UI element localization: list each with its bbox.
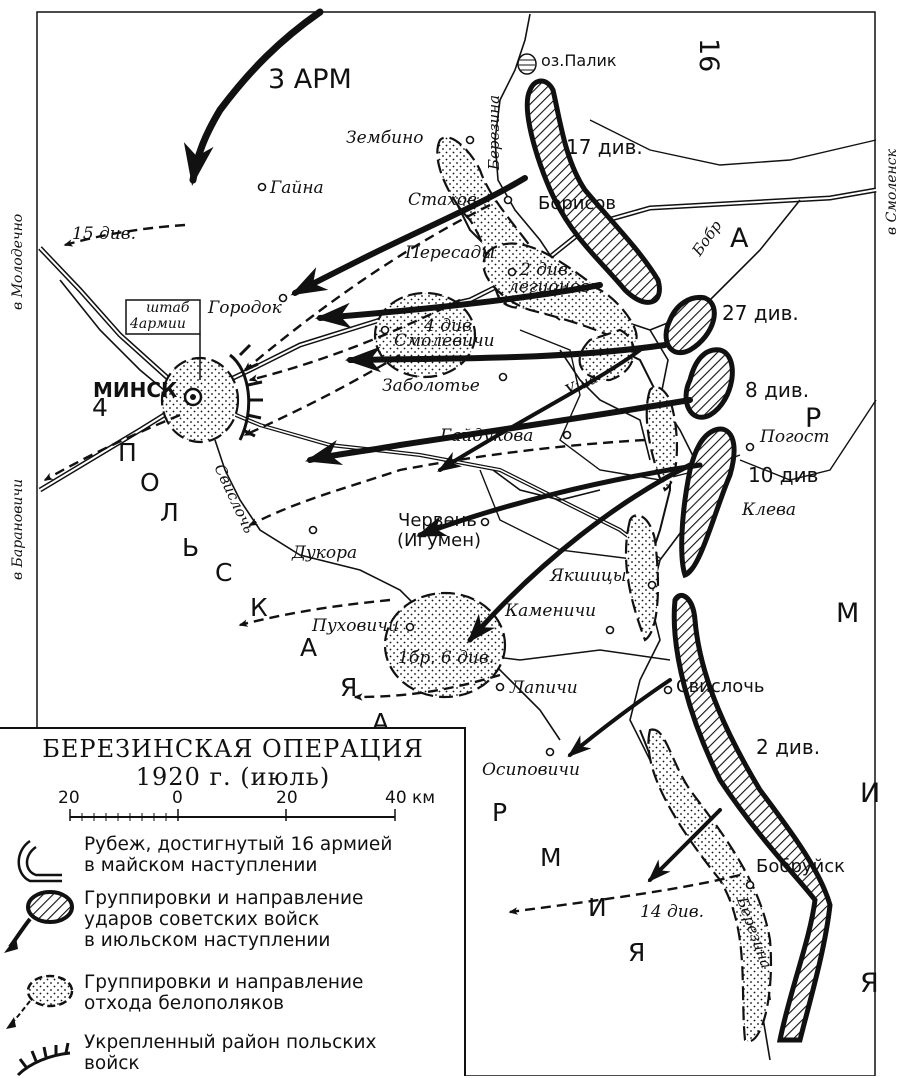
kamenichi-label: Каменичи (505, 601, 597, 621)
legend-item-3-line2: отхода белополяков (84, 993, 285, 1014)
army16-letter-m: М (836, 598, 860, 629)
gorodok-label: Городок (208, 298, 282, 318)
polish-retreat-icon (6, 974, 74, 1029)
osipovichi-label: Осиповичи (482, 760, 580, 780)
zembino-label: Зембино (346, 128, 424, 148)
borisov-label: Борисов (538, 193, 617, 214)
cherven-label-1: Червень (398, 510, 477, 531)
legend-item-1: Рубеж, достигнутый 16 армией в майском н… (84, 834, 392, 876)
cherven-label-2: (Игумен) (397, 530, 482, 551)
fortified-area-icon (16, 1042, 71, 1077)
div1br6-label: 1бр. 6 див. (398, 648, 495, 668)
berezina-north-label: Березина (485, 94, 503, 170)
lake-palik-icon (517, 53, 537, 75)
scale-label-1: 20 (58, 788, 80, 808)
legend-panel: БЕРЕЗИНСКАЯ ОПЕРАЦИЯ 1920 г. (июль) 20 0… (0, 727, 466, 1077)
legend-item-1-line1: Рубеж, достигнутый 16 армией (84, 834, 393, 855)
div27-label: 27 див. (722, 301, 799, 325)
div2-legion-label-1: 2 див. (520, 260, 574, 280)
polish-letter-8: Я (340, 673, 358, 702)
town-markers (257, 135, 755, 890)
polish-letter-3: Л (160, 498, 179, 527)
legend-title-line1: БЕРЕЗИНСКАЯ ОПЕРАЦИЯ (42, 735, 424, 763)
gaina-label: Гайна (270, 178, 324, 198)
legend-item-3-line1: Группировки и направление (84, 972, 364, 993)
legend-title-line2: 1920 г. (июль) (135, 763, 331, 791)
smolevichi-label: Смолевичи (394, 331, 495, 351)
minsk-label: МИНСК (93, 378, 178, 402)
peresady-label: Пересады (405, 243, 496, 263)
dukora-label: Дукора (292, 543, 358, 563)
soviet-attack-arrows (183, 8, 722, 883)
legend-icons (4, 839, 74, 1077)
army-letter-4: И (588, 893, 607, 922)
polish-letter-5: С (215, 558, 233, 587)
div2-legion-label-2: легионов (508, 277, 590, 297)
shtab-label-1: штаб (146, 300, 190, 316)
scale-label-4: 40 км (385, 788, 436, 808)
army16-letter-a: А (730, 223, 749, 254)
army-letter-5: Я (628, 938, 646, 967)
molodechno-direction-label: в Молодечно (10, 213, 26, 310)
polish-letter-6: К (250, 593, 268, 622)
soviet-groupings (524, 78, 833, 1043)
legend-item-4: Укрепленный район польских войск (84, 1032, 376, 1074)
army-letter-3: М (540, 843, 562, 872)
soviet-attack-icon (4, 890, 74, 953)
army-letter-2: Р (492, 798, 508, 827)
div4-label: 4 див. (424, 316, 478, 336)
may-line-icon (17, 839, 62, 883)
div17-label: 17 див. (566, 135, 643, 159)
legend-item-4-line1: Укрепленный район польских (84, 1032, 377, 1053)
div15-label: 15 див. (72, 224, 137, 244)
army16-letter-ya: Я (860, 968, 879, 999)
div10-label: 10 див (748, 463, 819, 487)
div14-label: 14 див. (640, 902, 705, 922)
polish-letter-7: А (300, 633, 318, 662)
polish-retreat-arrows (43, 203, 741, 915)
minsk-marker (183, 387, 203, 407)
bobruisk-label: Бобруйск (756, 856, 846, 877)
zabolotye-label: Заболотье (382, 376, 480, 396)
yakshitsy-label: Якшицы (550, 566, 627, 586)
army3-label: 3 АРМ (268, 64, 352, 95)
pogost-label: Погост (760, 427, 830, 447)
map-frame (36, 11, 876, 1076)
lake-palik-label: оз.Палик (541, 51, 617, 70)
legend-item-3: Группировки и направление отхода белопол… (84, 972, 363, 1014)
div8-label: 8 див. (745, 378, 810, 402)
legend-item-2: Группировки и направление ударов советск… (84, 888, 363, 951)
polish-letter-2: О (140, 468, 160, 497)
stakhov-label: Стахов (408, 190, 477, 210)
smolensk-direction-label: в Смоленск (884, 149, 900, 235)
lapichi-label: Лапичи (510, 678, 578, 698)
svisloch-town-label: Свислочь (676, 676, 765, 697)
army16-letter-r: Р (805, 403, 822, 434)
scale-label-3: 20 (276, 788, 298, 808)
legend-item-2-line2: ударов советских войск (84, 909, 320, 930)
army4-label: 4 (92, 393, 108, 422)
polish-letter-4: Ь (182, 533, 200, 562)
legend-item-2-line3: в июльском наступлении (84, 930, 331, 951)
legend-item-4-line2: войск (84, 1053, 140, 1074)
army16-letter-i: И (860, 778, 881, 809)
scale-bar-graphic (69, 809, 396, 821)
polish-letter-1: П (118, 438, 137, 467)
div2-label: 2 див. (756, 735, 821, 759)
scale-label-2: 0 (172, 788, 183, 808)
legend-item-1-line2: в майском наступлении (84, 855, 318, 876)
kleva-label: Клева (742, 500, 797, 520)
baranovichi-direction-label: в Барановичи (10, 478, 26, 580)
army16-number-label: 16 (693, 38, 724, 73)
fortified-area (229, 343, 263, 441)
pukhovichi-label: Пуховичи (312, 616, 399, 636)
shtab-box (125, 299, 201, 380)
gaidukova-label: Гайдукова (440, 426, 534, 446)
shtab-label-2: 4армии (130, 316, 186, 332)
legend-item-2-line1: Группировки и направление (84, 888, 364, 909)
